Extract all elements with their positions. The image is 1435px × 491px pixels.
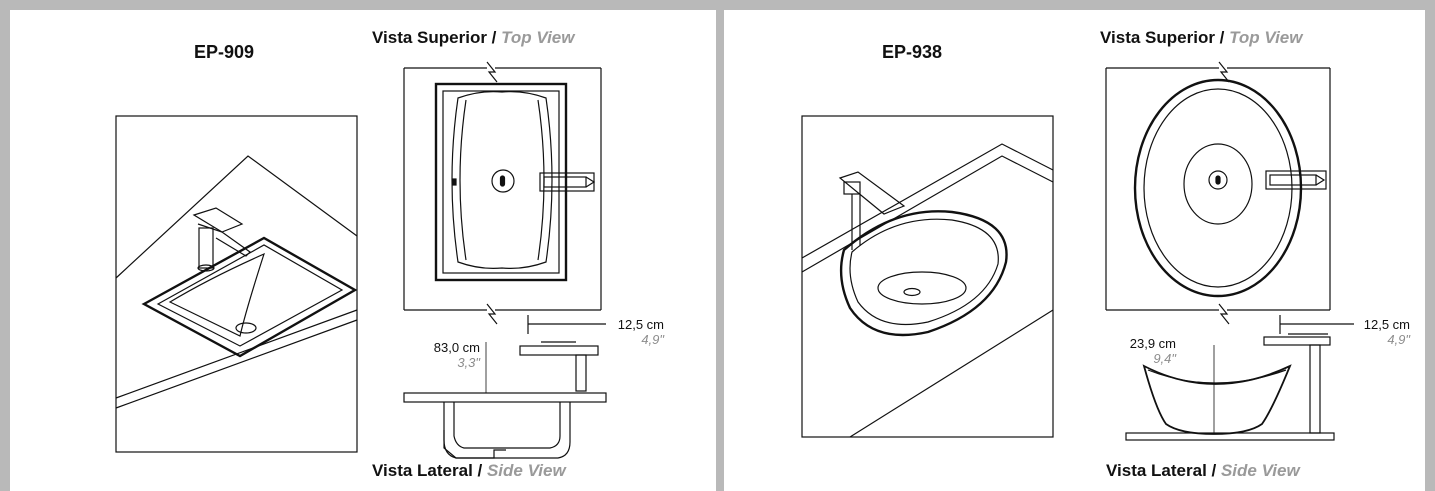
model-label: EP-938 bbox=[882, 42, 943, 62]
ep-909-drawings bbox=[115, 61, 607, 459]
height-dimension-in: 3,3" bbox=[457, 355, 480, 370]
top-view-title-pt: Vista Superior bbox=[1100, 28, 1215, 47]
height-dimension-cm: 83,0 cm bbox=[433, 340, 480, 355]
height-dimension: 23,9 cm 9,4" bbox=[1108, 336, 1176, 366]
side-view-title: Vista Lateral / Side View bbox=[372, 461, 566, 480]
perspective-frame bbox=[115, 115, 358, 453]
height-dimension: 83,0 cm 3,3" bbox=[414, 340, 480, 370]
side-view-title: Vista Lateral / Side View bbox=[1106, 461, 1300, 480]
top-view-title-pt: Vista Superior bbox=[372, 28, 487, 47]
perspective-frame bbox=[801, 115, 1054, 438]
ep-938-drawings bbox=[801, 61, 1354, 441]
top-view-title: Vista Superior / Top View bbox=[372, 28, 575, 47]
top-view-title-en: Top View bbox=[501, 28, 575, 47]
spout-dimension-in: 4,9" bbox=[641, 332, 664, 347]
side-view-title-pt: Vista Lateral bbox=[372, 461, 473, 480]
top-view-title: Vista Superior / Top View bbox=[1100, 28, 1303, 47]
spout-dimension: 12,5 cm 4,9" bbox=[594, 317, 664, 347]
side-view-title-en: Side View bbox=[486, 461, 566, 480]
model-label: EP-909 bbox=[194, 42, 255, 62]
spout-dimension-cm: 12,5 cm bbox=[1363, 317, 1410, 332]
spout-dimension-cm: 12,5 cm bbox=[617, 317, 664, 332]
height-dimension-cm: 23,9 cm bbox=[1129, 336, 1176, 351]
spout-dimension-in: 4,9" bbox=[1387, 332, 1410, 347]
side-view-title-en: Side View bbox=[1220, 461, 1300, 480]
product-panel-ep-909: EP-909 Vista Superior / Top View Vista L… bbox=[10, 10, 716, 491]
product-panel-ep-938: EP-938 Vista Superior / Top View Vista L… bbox=[724, 10, 1425, 491]
side-view-title-pt: Vista Lateral bbox=[1106, 461, 1207, 480]
height-dimension-in: 9,4" bbox=[1153, 351, 1176, 366]
spout-dimension: 12,5 cm 4,9" bbox=[1338, 317, 1410, 347]
top-view-title-en: Top View bbox=[1229, 28, 1303, 47]
